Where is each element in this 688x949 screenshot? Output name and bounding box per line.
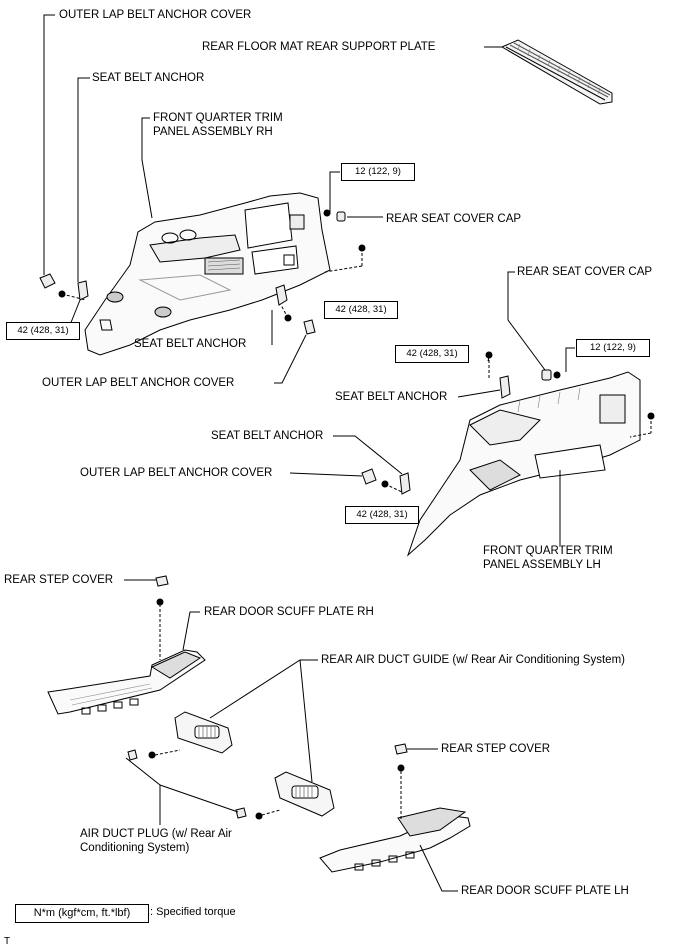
label-rear-step-cover-lh: REAR STEP COVER <box>441 743 551 755</box>
rear-step-cover-rh-part <box>155 575 169 660</box>
lh-outer-lap-belt-anchor-cover <box>361 468 377 485</box>
leader-line <box>507 271 546 371</box>
leader-line <box>209 659 318 719</box>
label-outer-lap-belt-anchor-cover-rh-bottom: OUTER LAP BELT ANCHOR COVER <box>42 377 235 389</box>
label-rear-door-scuff-plate-lh: REAR DOOR SCUFF PLATE LH <box>461 885 629 897</box>
label-outer-lap-belt-anchor-cover-lh: OUTER LAP BELT ANCHOR COVER <box>80 467 273 479</box>
rear-door-scuff-plate-rh-part <box>47 649 206 715</box>
leader-line <box>419 844 458 892</box>
lh-seat-belt-anchor-upper <box>485 351 511 399</box>
front-quarter-trim-panel-rh-part <box>84 192 331 356</box>
air-duct-plug-parts <box>127 749 281 820</box>
label-front-quarter-trim-lh: FRONT QUARTER TRIM PANEL ASSEMBLY LH <box>483 545 613 571</box>
leader-line <box>141 117 153 219</box>
rh-outer-lap-belt-anchor-cover-right <box>303 319 316 335</box>
lh-seat-belt-anchor-lower <box>381 472 411 495</box>
rear-floor-mat-support-plate-part <box>500 39 613 105</box>
label-air-duct-plug: AIR DUCT PLUG (w/ Rear Air Conditioning … <box>80 828 232 854</box>
legend-torque-text: : Specified torque <box>150 906 236 918</box>
leader-line <box>457 389 501 398</box>
torque-rh-left-anchor: 42 (428, 31) <box>6 322 80 340</box>
label-seat-belt-anchor-rh-top: SEAT BELT ANCHOR <box>92 72 205 84</box>
leader-line <box>43 14 55 275</box>
diagram-code: T <box>4 936 11 947</box>
label-seat-belt-anchor-lh-1: SEAT BELT ANCHOR <box>335 391 448 403</box>
leader-line <box>289 472 363 477</box>
label-seat-belt-anchor-rh-bottom: SEAT BELT ANCHOR <box>134 338 247 350</box>
rh-seat-belt-anchor-right <box>275 284 292 322</box>
lh-rear-seat-cover-cap <box>541 369 655 438</box>
leader-line <box>333 435 403 475</box>
leader-line <box>565 347 575 372</box>
front-quarter-trim-panel-lh-part <box>406 371 641 557</box>
leader-line <box>69 299 81 326</box>
label-outer-lap-belt-anchor-cover-rh: OUTER LAP BELT ANCHOR COVER <box>59 9 252 21</box>
rear-step-cover-lh-part <box>394 743 408 820</box>
label-rear-seat-cover-cap-lh: REAR SEAT COVER CAP <box>517 266 653 278</box>
torque-rh-seat-cover: 12 (122, 9) <box>341 163 415 181</box>
leader-line <box>299 659 313 783</box>
torque-rh-right-anchor: 42 (428, 31) <box>324 301 398 319</box>
rear-air-duct-guide-upper <box>174 711 233 754</box>
label-rear-floor-mat-support-plate: REAR FLOOR MAT REAR SUPPORT PLATE <box>202 41 436 53</box>
leader-line <box>329 171 340 212</box>
label-rear-seat-cover-cap-rh: REAR SEAT COVER CAP <box>386 213 522 225</box>
torque-lh-seat-cover: 12 (122, 9) <box>576 339 650 357</box>
rear-air-duct-guide-lower <box>274 771 335 817</box>
label-rear-door-scuff-plate-rh: REAR DOOR SCUFF PLATE RH <box>204 606 374 618</box>
leader-line <box>125 757 161 825</box>
label-rear-step-cover-rh: REAR STEP COVER <box>4 574 114 586</box>
legend-torque-box: N*m (kgf*cm, ft.*lbf) <box>15 904 149 923</box>
rh-outer-lap-belt-anchor-cover-left <box>39 273 56 289</box>
leader-line <box>182 611 200 651</box>
leader-line <box>274 334 307 384</box>
leader-line <box>159 784 239 813</box>
torque-lh-upper-anchor: 42 (428, 31) <box>395 345 469 363</box>
torque-lh-lower-anchor: 42 (428, 31) <box>345 506 419 524</box>
label-front-quarter-trim-rh: FRONT QUARTER TRIM PANEL ASSEMBLY RH <box>153 112 283 138</box>
label-seat-belt-anchor-lh-2: SEAT BELT ANCHOR <box>211 430 324 442</box>
rear-door-scuff-plate-lh-part <box>319 807 471 873</box>
rh-rear-seat-cover-cap <box>323 209 366 273</box>
leader-line <box>77 77 90 282</box>
label-rear-air-duct-guide: REAR AIR DUCT GUIDE (w/ Rear Air Conditi… <box>321 654 625 666</box>
rh-seat-belt-anchor-left <box>58 280 89 301</box>
